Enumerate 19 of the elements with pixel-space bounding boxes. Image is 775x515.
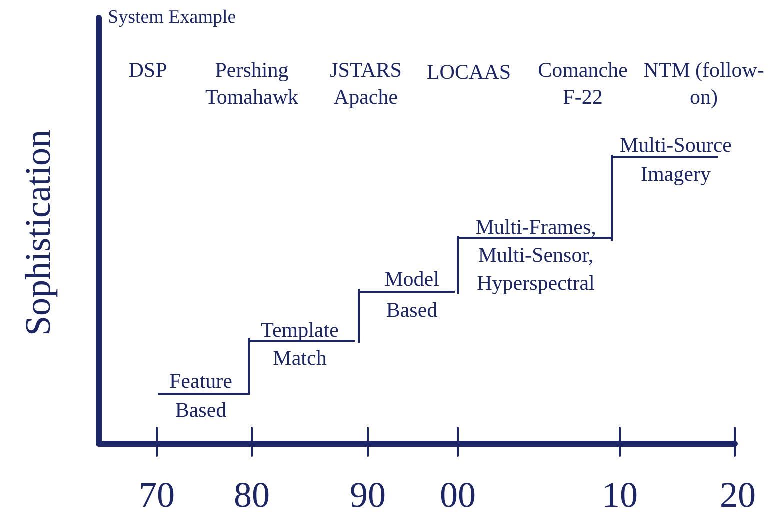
step-label: Multi-Frames, Multi-Sensor, Hyperspectral	[474, 214, 598, 297]
system-name: NTM (follow-on)	[642, 57, 766, 111]
tick-label: 00	[439, 474, 477, 515]
chart-heading: System Example	[108, 6, 236, 30]
system-name: JSTARS Apache	[329, 57, 403, 111]
system-name: DSP	[128, 57, 168, 84]
tick-label: 80	[233, 474, 271, 515]
step-label: Feature Based	[168, 368, 234, 424]
tick-label: 20	[719, 474, 757, 515]
tick-label: 90	[349, 474, 387, 515]
step-label: Model Based	[384, 266, 440, 324]
system-name: LOCAAS	[426, 59, 512, 86]
tick-label: 10	[601, 474, 639, 515]
tick-label: 70	[138, 474, 176, 515]
system-name: Pershing Tomahawk	[204, 57, 300, 111]
step-label: Template Match	[260, 317, 340, 372]
system-name: Comanche F-22	[537, 57, 629, 111]
axis-title: Sophistication	[17, 129, 59, 338]
step-label: Multi-Source Imagery	[619, 132, 733, 188]
